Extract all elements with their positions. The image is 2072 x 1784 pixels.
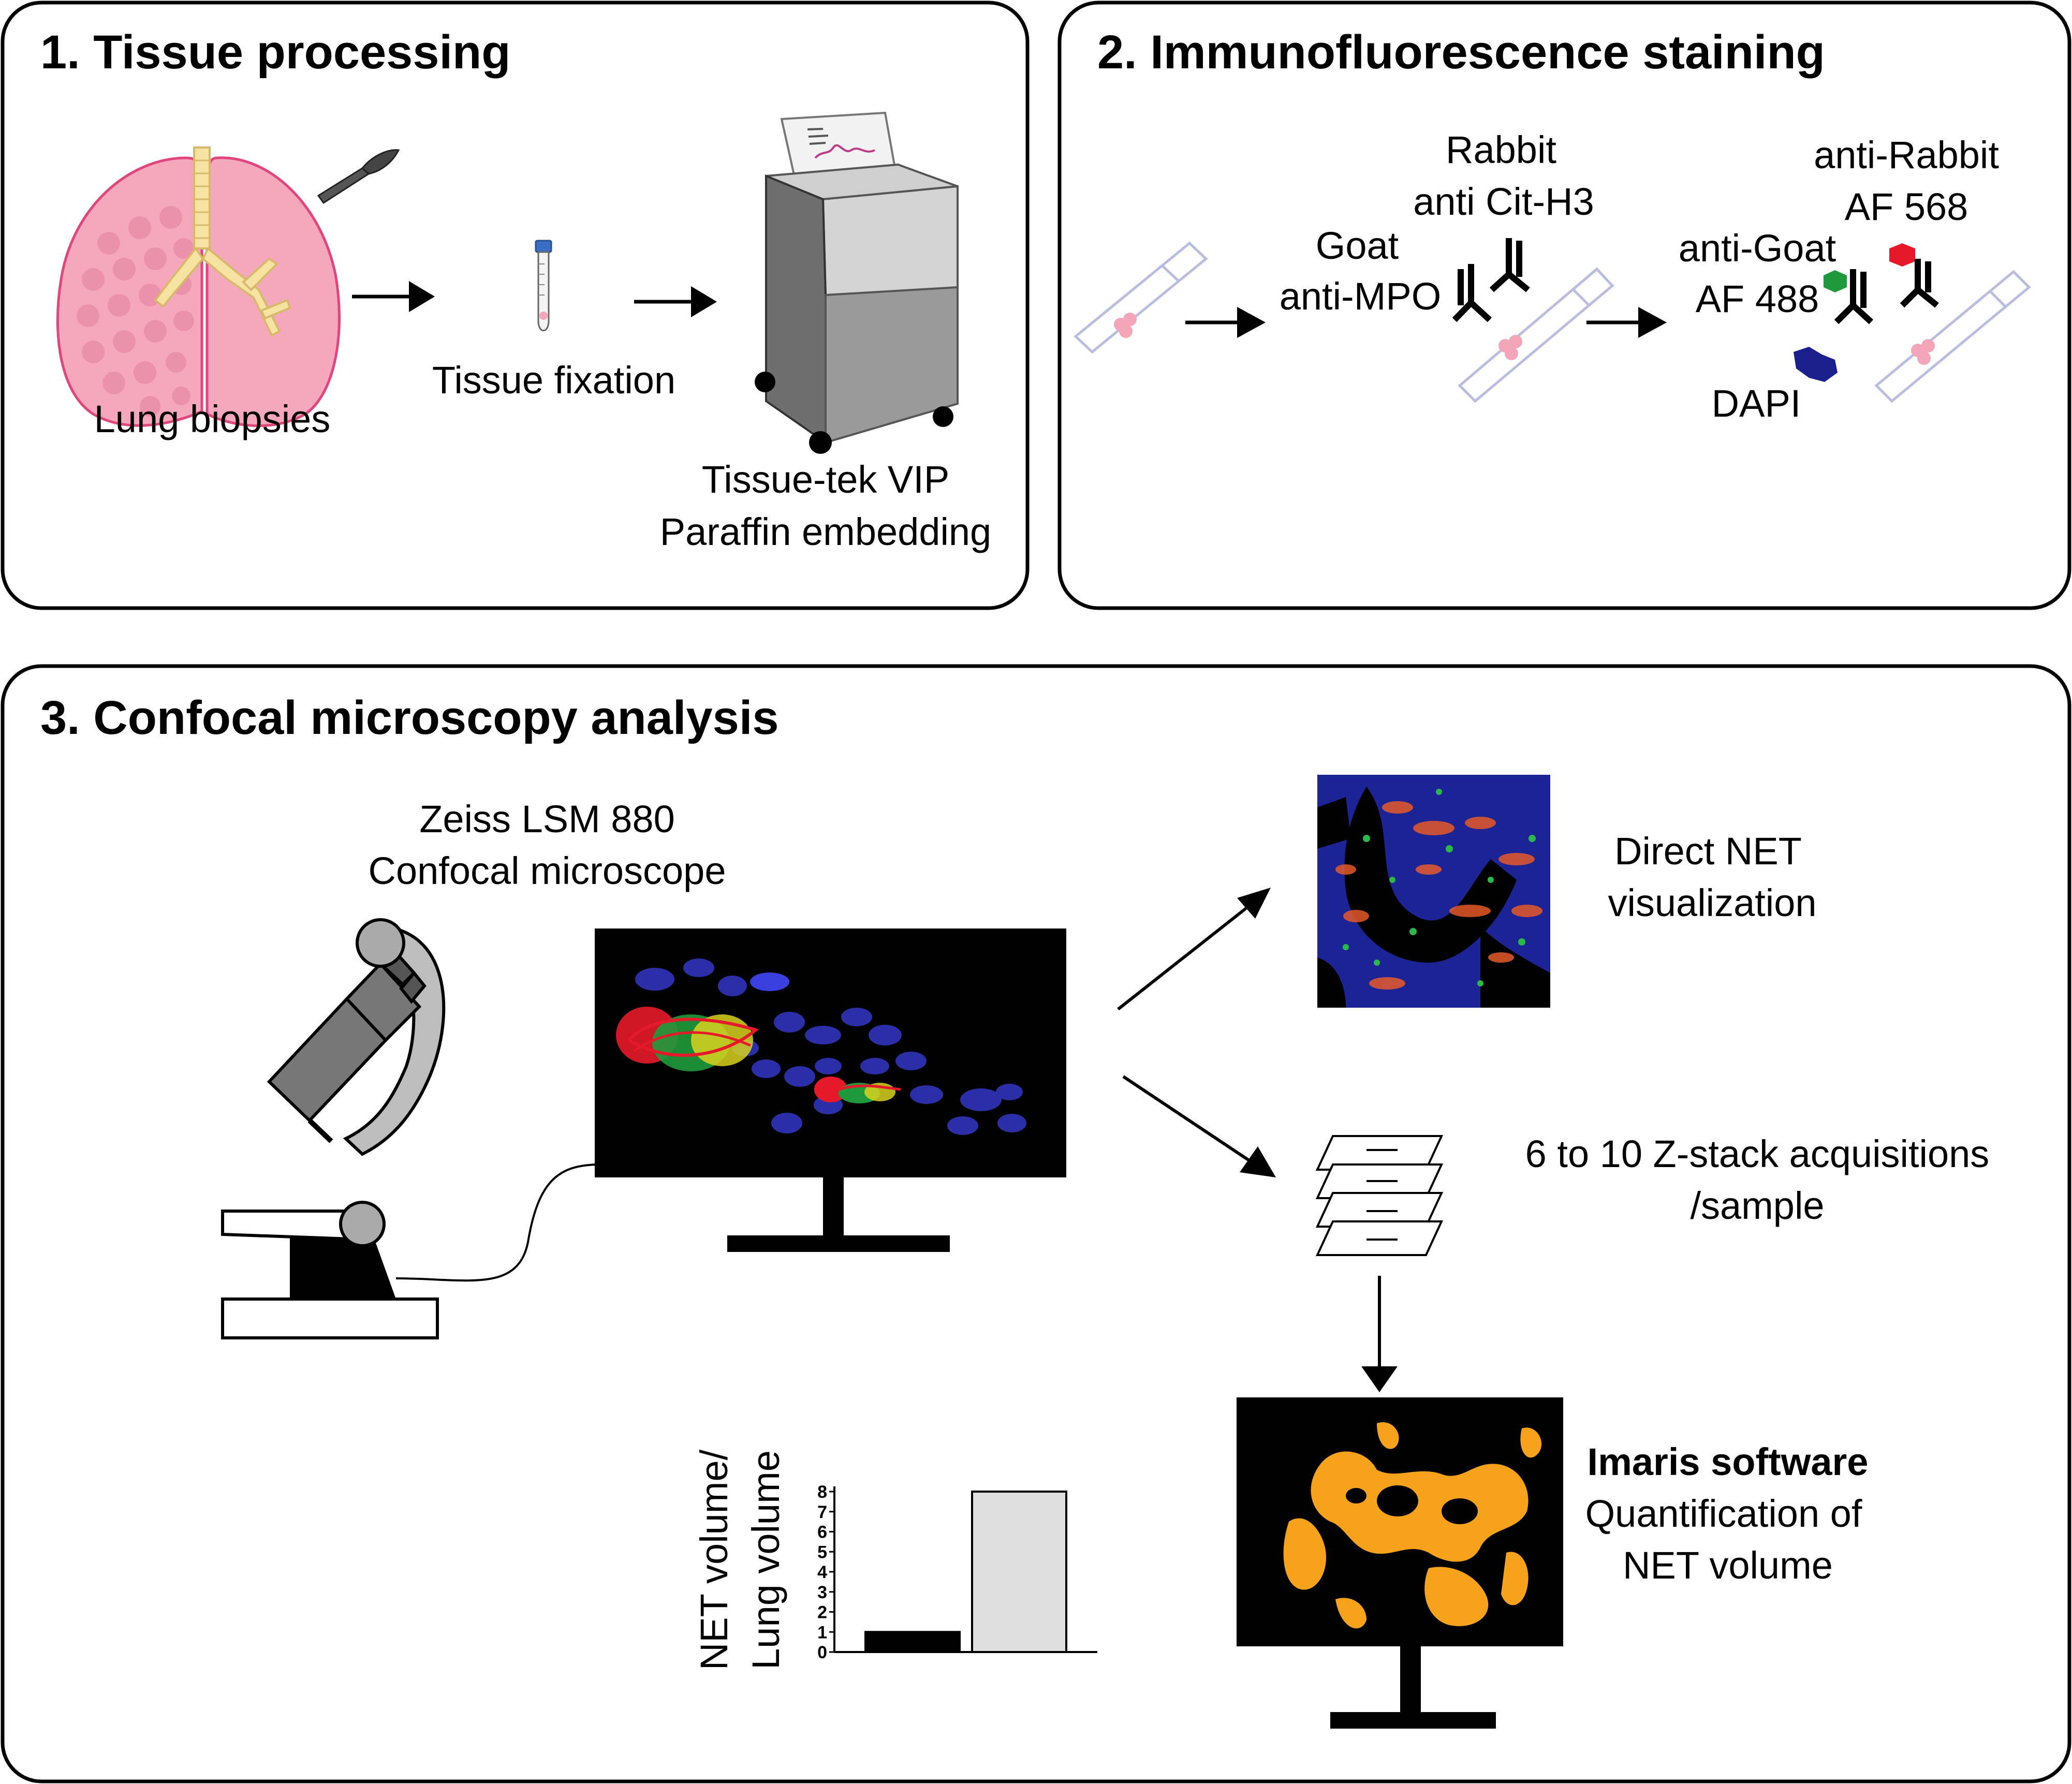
panel-confocal: 3. Confocal microscopy analysis Zeiss LS…: [1, 664, 2071, 1783]
chart-y-tick-label: 1: [817, 1623, 827, 1642]
chart-bar: [864, 1631, 961, 1653]
slide-secondary: [1874, 270, 2031, 403]
machine-wheel: [933, 406, 953, 427]
slide-primary: [1458, 267, 1614, 403]
panel-immunofluorescence: 2. Immunofluorescence staining Goat anti…: [1057, 1, 2071, 610]
arrow-slide-to-primary: [1185, 307, 1266, 338]
dapi-label: DAPI: [1712, 382, 1801, 425]
tissue-processor-machine: [755, 111, 959, 454]
confocal-microscope-label: Confocal microscope: [369, 849, 726, 892]
confocal-monitor: [595, 928, 1066, 1252]
fixation-tube-icon: [535, 240, 552, 332]
tissue-tek-label: Tissue-tek VIP: [702, 458, 949, 501]
net-visualization-image: [1317, 775, 1550, 1008]
imaris-monitor: [1237, 1397, 1563, 1729]
antibody-anti-cit-h3-icon: [1489, 238, 1530, 292]
chart-y-tick-label: 3: [817, 1583, 827, 1602]
zstack-icon: [1315, 1135, 1444, 1256]
imaris-net-gaps: [1346, 1485, 1478, 1524]
dapi-molecule-icon: [1794, 347, 1838, 382]
af488-fluorophore-icon: [1824, 270, 1847, 292]
chart-y-tick-label: 4: [817, 1562, 827, 1582]
lung-biopsies-label: Lung biopsies: [94, 397, 331, 440]
chart-y-tick-label: 7: [817, 1502, 827, 1522]
chart-ylabel-line2: Lung volume: [744, 1450, 787, 1670]
per-sample-label: /sample: [1690, 1184, 1824, 1227]
slide-unstained: [1074, 241, 1208, 354]
arrow-lung-to-fixation: [352, 281, 435, 312]
microscope-base: [221, 1298, 439, 1339]
panel-3-title: 3. Confocal microscopy analysis: [40, 691, 779, 744]
chart-y-tick-label: 0: [817, 1643, 827, 1662]
af-568-label: AF 568: [1845, 185, 1968, 228]
antibody-anti-mpo-icon: [1452, 264, 1492, 322]
anti-goat-label: anti-Goat: [1679, 227, 1836, 270]
antibody-anti-goat-icon: [1834, 269, 1874, 325]
chart-y-tick-label: 5: [817, 1542, 827, 1562]
panel-tissue-processing: 1. Tissue processing: [1, 1, 1030, 610]
direct-net-label: Direct NET: [1614, 830, 1802, 873]
confocal-image-nets: [616, 1007, 901, 1103]
lung-illustration: [56, 146, 341, 427]
trachea-rings: [194, 159, 210, 239]
microscope-icon: [221, 918, 446, 1339]
net-volume-label: NET volume: [1623, 1544, 1833, 1587]
machine-wheel: [809, 431, 832, 454]
quantification-label: Quantification of: [1585, 1492, 1862, 1535]
af-488-label: AF 488: [1696, 277, 1819, 320]
af568-fluorophore-icon: [1889, 243, 1915, 267]
trachea: [154, 146, 291, 337]
machine-wheel: [755, 372, 775, 392]
chart-bar: [971, 1491, 1067, 1653]
imaris-software-label: Imaris software: [1588, 1440, 1869, 1483]
panel-1-title: 1. Tissue processing: [40, 26, 510, 79]
right-lung: [205, 156, 341, 427]
chart-y-tick-label: 2: [817, 1603, 827, 1623]
arrow-to-imaris: [1361, 1276, 1398, 1392]
zstack-label: 6 to 10 Z-stack acquisitions: [1525, 1132, 1990, 1175]
imaris-net-render: [1283, 1422, 1542, 1629]
arrow-fixation-to-embedding: [634, 286, 717, 317]
zeiss-label: Zeiss LSM 880: [419, 798, 675, 841]
antibody-anti-rabbit-icon: [1900, 259, 1939, 308]
paraffin-embedding-label: Paraffin embedding: [660, 510, 991, 553]
microscope-cable: [395, 1163, 601, 1282]
arrow-to-zstack: [1122, 1075, 1276, 1177]
arrow-to-visualization: [1117, 888, 1271, 1011]
chart-y-tick-label: 6: [817, 1523, 827, 1542]
anti-mpo-label: anti-MPO: [1280, 275, 1442, 318]
chart-ylabel-line1: NET volume/: [693, 1449, 736, 1670]
panel-1-frame: [1, 1, 1030, 610]
chart-y-tick-label: 8: [817, 1482, 827, 1502]
visualization-label: visualization: [1608, 881, 1816, 924]
panel-2-title: 2. Immunofluorescence staining: [1097, 26, 1825, 79]
arrow-primary-to-secondary: [1586, 307, 1667, 338]
goat-label: Goat: [1316, 224, 1399, 267]
anti-cit-h3-label: anti Cit-H3: [1413, 180, 1594, 223]
tissue-fixation-label: Tissue fixation: [432, 359, 675, 402]
anti-rabbit-label: anti-Rabbit: [1814, 134, 1999, 176]
scalpel-icon: [317, 149, 400, 204]
rabbit-label: Rabbit: [1446, 128, 1556, 171]
